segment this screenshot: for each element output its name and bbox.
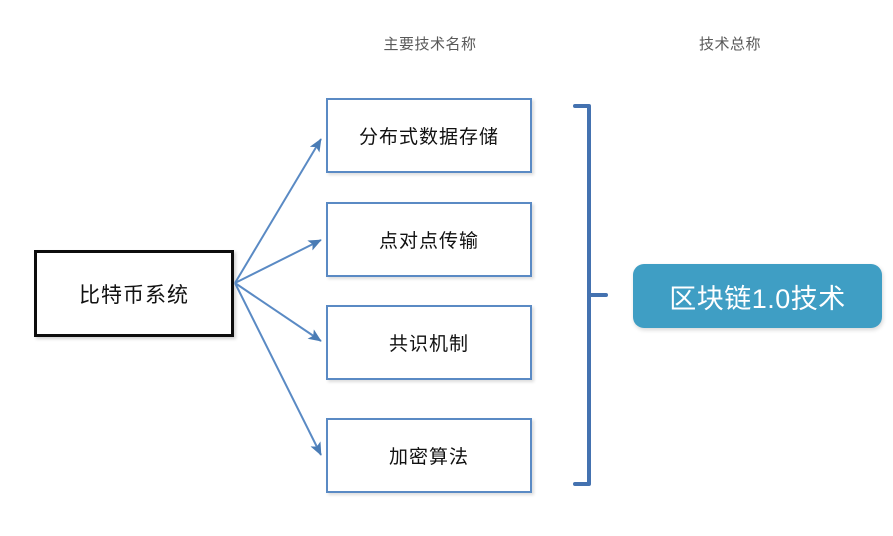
tech-node-label: 加密算法 [388, 447, 469, 468]
arrow-source-to-consensus-mechanism [234, 282, 322, 342]
tech-node-peer-to-peer: 点对点传输 [326, 202, 532, 277]
tech-node-distributed-storage: 分布式数据存储 [326, 98, 532, 173]
summary-badge-blockchain-1-0: 区块链1.0技术 [633, 264, 882, 328]
tech-node-label: 点对点传输 [378, 231, 479, 252]
column-header-overall-tech: 技术总称 [698, 36, 761, 53]
column-header-main-tech: 主要技术名称 [383, 36, 477, 53]
tech-node-encryption-algorithm: 加密算法 [326, 418, 532, 493]
arrow-source-to-encryption-algorithm [234, 282, 322, 456]
arrow-source-to-peer-to-peer [234, 239, 322, 284]
summary-badge-label: 区块链1.0技术 [669, 283, 846, 314]
tech-node-label: 共识机制 [388, 334, 469, 355]
grouping-bracket [573, 104, 608, 486]
tech-node-consensus-mechanism: 共识机制 [326, 305, 532, 380]
source-node-label: 比特币系统 [79, 283, 189, 307]
tech-node-label: 分布式数据存储 [358, 127, 499, 148]
arrow-source-to-distributed-storage [234, 138, 322, 284]
source-node-bitcoin-system: 比特币系统 [34, 250, 234, 337]
